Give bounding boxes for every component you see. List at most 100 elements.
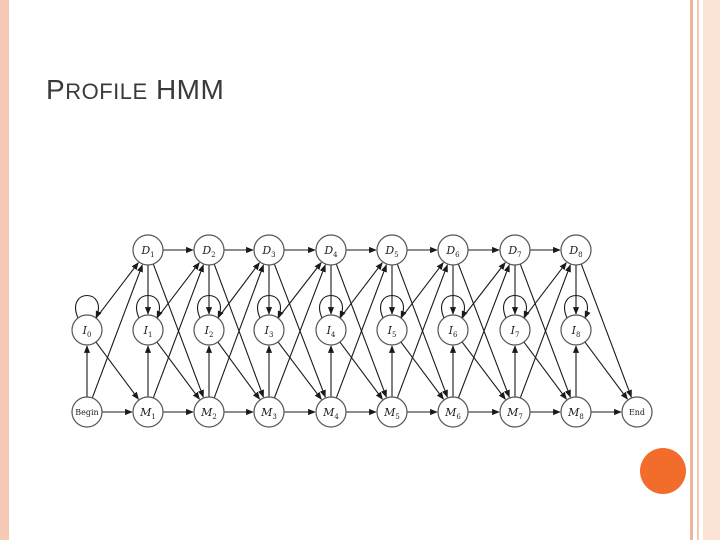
insert-state-node-label: I7 [510,324,520,339]
delete-state-node-label: D7 [507,244,521,259]
insert-state-node-label: I8 [571,324,581,339]
edge-D3-to-M4 [273,263,326,398]
end-state-node-circle [621,396,653,428]
delete-state-node: D4 [315,234,347,266]
begin-state-node: Begin [71,396,103,428]
delete-state-node-label: D1 [140,244,154,259]
delete-state-node-label: D5 [384,244,398,259]
edge-I8-to-End [584,341,628,400]
insert-state-node-label: I4 [326,324,336,339]
match-state-node-label: M7 [506,406,523,421]
insert-state-node-circle [560,314,592,346]
delete-state-node: D2 [193,234,225,266]
end-state-node-label: End [629,408,645,417]
insert-state-node-circle [499,314,531,346]
insert-state-node: I7 [499,314,531,346]
delete-state-node: D8 [560,234,592,266]
edge-D2-to-M3 [213,263,264,398]
transition-edges [75,246,632,416]
insert-state-node-circle [376,314,408,346]
edge-D8-to-End [580,263,632,398]
edge-I7-to-M8 [523,341,567,400]
edge-I3-to-M4 [277,341,322,400]
match-state-node-circle [437,396,469,428]
edge-I1-to-M2 [156,341,200,400]
edge-Begin-to-D1 [91,264,143,399]
match-state-node-circle [193,396,225,428]
delete-state-node-circle [132,234,164,266]
match-state-node-label: M8 [567,406,584,421]
delete-state-node-label: D6 [445,244,460,259]
insert-state-node-label: I2 [204,324,214,339]
match-state-node-label: M3 [260,406,277,421]
insert-state-node-label: I1 [143,324,153,339]
delete-state-node-circle [253,234,285,266]
delete-state-node-label: D4 [323,244,338,259]
delete-state-node: D7 [499,234,531,266]
right-border-line [697,0,699,540]
insert-state-node: I8 [560,314,592,346]
edge-I1-to-D2 [156,262,200,319]
edge-I3-to-D4 [277,262,322,319]
delete-state-node-circle [437,234,469,266]
match-state-node: M6 [437,396,469,428]
delete-state-node: D5 [376,234,408,266]
match-state-node-label: M2 [200,406,217,421]
delete-state-node-circle [499,234,531,266]
insert-state-node-label: I0 [82,324,92,339]
edge-D1-to-M2 [152,263,204,398]
begin-state-node-circle [71,396,103,428]
right-border-stripe [703,0,720,540]
insert-state-node-circle [253,314,285,346]
match-state-node: M7 [499,396,531,428]
delete-state-node-circle [560,234,592,266]
edge-I6-to-D7 [461,262,506,319]
insert-state-node-circle [71,314,103,346]
insert-state-node-circle [437,314,469,346]
match-state-node-label: M4 [322,406,339,421]
delete-state-node-label: D3 [261,244,275,259]
delete-state-node: D1 [132,234,164,266]
edge-I7-to-D8 [523,262,567,319]
match-state-node-label: M1 [139,406,156,421]
delete-state-node-label: D2 [201,244,215,259]
insert-state-node-circle [315,314,347,346]
match-state-node-circle [499,396,531,428]
edge-I0-to-M1 [95,341,139,400]
insert-state-node: I2 [193,314,225,346]
delete-state-node: D6 [437,234,469,266]
insert-state-node: I5 [376,314,408,346]
left-border-stripe [0,0,9,540]
slide-title: PROFILE HMM [46,74,225,105]
match-state-node: M4 [315,396,347,428]
match-state-node: M5 [376,396,408,428]
edge-I5-to-D6 [400,262,444,319]
insert-state-node: I3 [253,314,285,346]
edge-D4-to-M5 [335,263,387,398]
insert-state-node-label: I5 [387,324,397,339]
begin-state-node-label: Begin [75,408,98,417]
self-loop-I0 [75,295,102,319]
edge-D5-to-M6 [396,263,448,398]
delete-state-node-label: D8 [568,244,582,259]
edge-I6-to-M7 [461,341,506,400]
insert-state-node-circle [193,314,225,346]
delete-state-node: D3 [253,234,285,266]
match-state-node-circle [132,396,164,428]
match-state-node: M2 [193,396,225,428]
match-state-node-circle [253,396,285,428]
match-state-node: M8 [560,396,592,428]
edge-I4-to-D5 [339,262,383,319]
decorative-orange-circle [640,448,686,494]
edge-I2-to-M3 [217,341,261,400]
edge-D7-to-M8 [519,263,571,398]
end-state-node: End [621,396,653,428]
match-state-node-label: M5 [383,406,400,421]
edge-D6-to-M7 [457,263,510,398]
match-state-node: M3 [253,396,285,428]
edge-I0-to-D1 [95,262,139,319]
insert-state-node: I6 [437,314,469,346]
insert-state-node: I0 [71,314,103,346]
